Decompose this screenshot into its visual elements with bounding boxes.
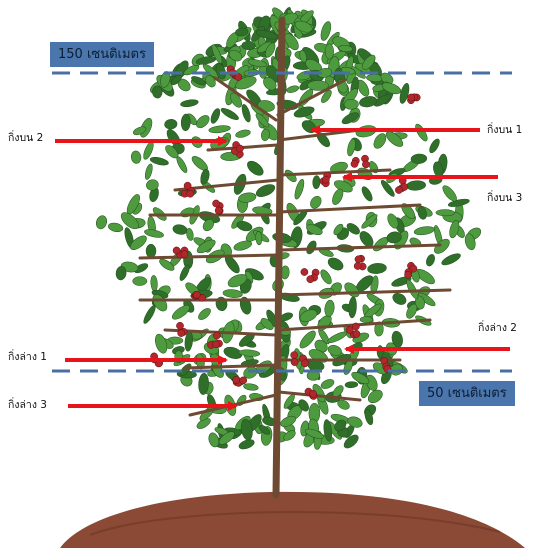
coffee-cherry xyxy=(362,161,369,168)
coffee-cherry xyxy=(301,268,308,275)
coffee-cherry xyxy=(408,94,415,101)
leaf xyxy=(345,381,358,388)
leaf xyxy=(324,300,335,318)
leaf xyxy=(312,175,320,189)
leaf xyxy=(360,185,374,203)
coffee-cherry xyxy=(213,332,220,339)
coffee-cherry xyxy=(405,271,412,278)
coffee-cherry xyxy=(307,276,314,283)
coffee-cherry xyxy=(302,360,309,367)
leaf xyxy=(208,124,230,133)
leaf xyxy=(413,122,429,142)
coffee-cherry xyxy=(240,377,247,384)
leaf xyxy=(144,163,154,180)
leaf xyxy=(325,44,334,59)
leaf xyxy=(164,119,177,130)
label-upper-2: กิ่งบน 2 xyxy=(8,129,43,146)
leaf xyxy=(391,291,408,307)
leaf xyxy=(219,106,240,122)
leaf xyxy=(178,263,191,281)
coffee-cherry xyxy=(291,359,298,366)
leaf xyxy=(242,41,256,50)
leaf xyxy=(235,129,251,139)
leaf xyxy=(215,296,228,312)
soil-mound xyxy=(60,492,525,548)
leaf xyxy=(286,85,300,94)
leaf xyxy=(358,95,377,108)
leaf xyxy=(414,225,436,236)
coffee-cherry xyxy=(309,390,316,397)
leaf xyxy=(144,228,165,239)
leaf xyxy=(425,253,436,267)
coffee-cherry xyxy=(395,186,402,193)
coffee-cherry xyxy=(213,200,220,207)
coffee-cherry xyxy=(355,256,362,263)
leaf xyxy=(326,255,345,272)
coffee-cherry xyxy=(193,291,200,298)
label-upper-1: กิ่งบน 1 xyxy=(487,121,522,138)
leaf xyxy=(170,303,192,322)
coffee-cherry xyxy=(354,262,361,269)
coffee-cherry xyxy=(178,330,185,337)
leaf xyxy=(440,183,459,203)
leaf xyxy=(360,316,373,322)
coffee-cherry xyxy=(173,247,180,254)
coffee-cherry xyxy=(353,330,360,337)
leaf xyxy=(133,277,147,286)
leaf xyxy=(153,333,169,355)
leaf xyxy=(308,194,323,210)
leaf xyxy=(196,306,212,321)
branch-10 xyxy=(280,245,440,250)
coffee-cherry xyxy=(212,341,219,348)
leaf xyxy=(245,158,266,178)
coffee-cherry xyxy=(187,190,194,197)
leaf xyxy=(344,99,359,109)
leaf xyxy=(181,114,191,131)
leaf xyxy=(180,99,199,108)
leaf xyxy=(175,155,189,174)
coffee-cherry xyxy=(233,376,240,383)
leaf xyxy=(428,137,442,154)
leaf xyxy=(348,296,357,318)
leaf xyxy=(326,330,348,345)
label-upper-3: กิ่งบน 3 xyxy=(487,189,522,206)
coffee-cherry xyxy=(181,251,188,258)
leaf xyxy=(95,214,109,230)
coffee-cherry xyxy=(351,160,358,167)
coffee-cherry xyxy=(291,352,298,359)
label-lower-1: กิ่งล่าง 1 xyxy=(8,348,47,365)
label-lower-3: กิ่งล่าง 3 xyxy=(8,396,47,413)
leaf xyxy=(436,209,455,216)
height-marker-150: 150 เซนติเมตร xyxy=(50,42,154,67)
coffee-cherry xyxy=(352,323,359,330)
coffee-cherry xyxy=(184,182,191,189)
branch-8 xyxy=(279,205,420,212)
leaf xyxy=(440,251,462,267)
leaf xyxy=(319,268,334,286)
branch-9 xyxy=(140,255,277,258)
leaf xyxy=(172,223,188,235)
leaf xyxy=(223,289,243,299)
leaf xyxy=(209,107,222,124)
leaf xyxy=(254,182,276,199)
coffee-cherry xyxy=(322,176,329,183)
leaf xyxy=(367,262,387,274)
leaf xyxy=(146,244,156,258)
leaf xyxy=(107,222,123,233)
leaf xyxy=(142,304,158,325)
coffee-cherry xyxy=(215,207,222,214)
leaf xyxy=(243,383,259,391)
leaf xyxy=(320,378,336,391)
leaf xyxy=(130,150,141,164)
leaf xyxy=(297,328,318,350)
leaf xyxy=(411,153,427,164)
leaf xyxy=(240,103,252,123)
height-marker-50: 50 เซนติเมตร xyxy=(419,381,515,406)
label-lower-2: กิ่งล่าง 2 xyxy=(478,319,517,336)
leaf xyxy=(150,275,158,291)
coffee-cherry xyxy=(236,145,243,152)
leaf xyxy=(406,180,426,191)
